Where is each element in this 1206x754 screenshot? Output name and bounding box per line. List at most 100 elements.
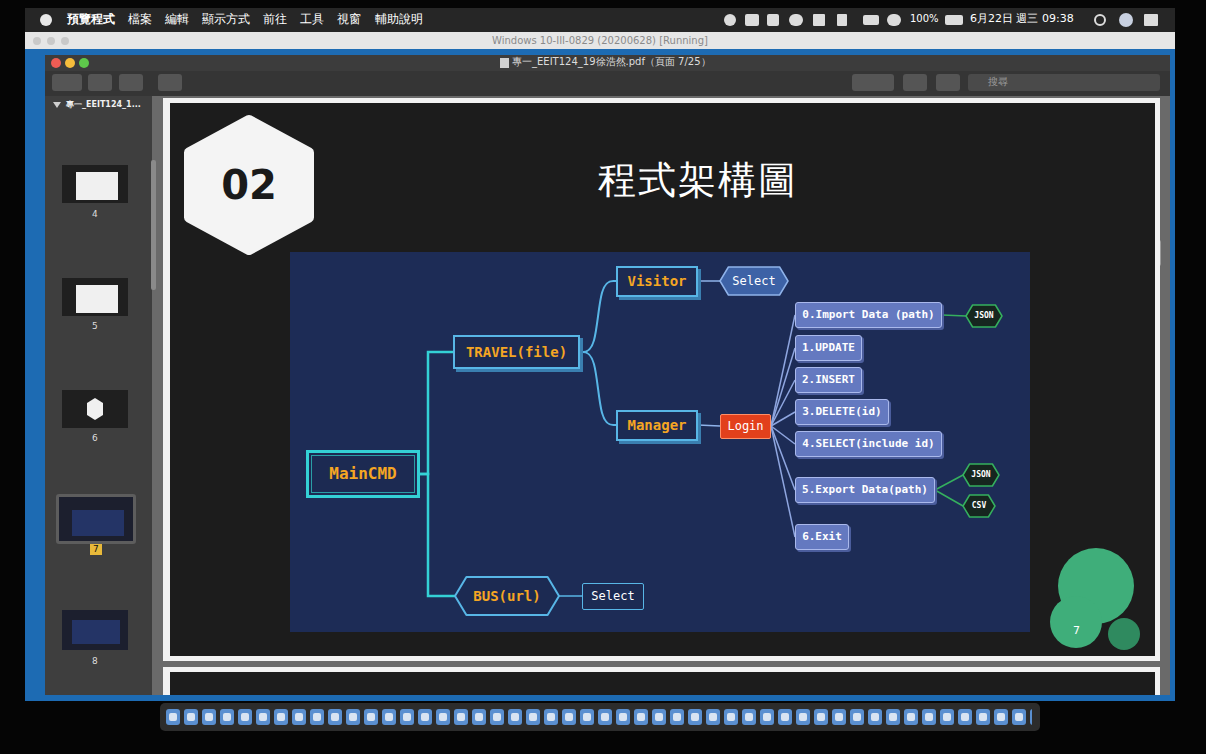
diagram-panel xyxy=(290,252,1030,632)
thumbnail-content xyxy=(76,172,118,200)
decor-blob xyxy=(1050,596,1102,648)
search-icon xyxy=(1095,15,1105,25)
module-hexagon: BUS(url) xyxy=(455,577,559,615)
node-text: TRAVEL(file) xyxy=(466,344,567,361)
shape-fill xyxy=(455,577,559,615)
status-icon xyxy=(767,14,779,26)
role-box: Visitor xyxy=(616,266,698,297)
window-button xyxy=(47,37,55,45)
vm-title-bar xyxy=(25,32,1175,49)
format-hexagon: JSON xyxy=(963,464,999,486)
shape-fill xyxy=(963,495,995,517)
thumbnail-content xyxy=(72,620,120,644)
node-text: 4.SELECT(include id) xyxy=(802,437,934,450)
thumbnail-content xyxy=(87,398,103,420)
shape-fill xyxy=(720,267,788,295)
toolbar-button xyxy=(852,74,894,91)
node-text: Visitor xyxy=(627,273,686,290)
status-icon xyxy=(887,14,901,26)
thumbnail-highlight xyxy=(56,494,136,544)
shape-fill xyxy=(189,120,309,250)
dock xyxy=(160,703,1040,731)
status-icon xyxy=(813,14,825,26)
connector xyxy=(771,412,795,426)
window-title-bar xyxy=(45,55,1170,71)
page-thumbnail xyxy=(62,278,128,316)
connector xyxy=(698,280,720,282)
module-box: TRAVEL(file) xyxy=(453,335,580,369)
menu-option: 1.UPDATE xyxy=(795,335,862,361)
menu-item: 顯示方式 xyxy=(202,12,250,26)
zoom-button xyxy=(79,58,89,68)
menu-option: 2.INSERT xyxy=(795,367,862,393)
connector xyxy=(771,380,795,426)
menu-item: 輔助說明 xyxy=(375,12,423,26)
connector xyxy=(420,474,455,596)
slide-number: 7 xyxy=(1073,624,1080,637)
node-text: Select xyxy=(732,274,775,288)
node-text: CSV xyxy=(972,501,986,511)
toolbar-button xyxy=(158,74,182,91)
menu-item: 工具 xyxy=(300,12,324,26)
node-text: MainCMD xyxy=(329,464,396,483)
status-icon xyxy=(837,14,847,26)
connector xyxy=(935,475,963,490)
menu-option: 0.Import Data (path) xyxy=(795,302,942,328)
preview-window xyxy=(45,55,1170,695)
page-number: 6 xyxy=(92,433,98,444)
slide xyxy=(170,672,1155,695)
connector xyxy=(771,348,795,426)
menu-option: 6.Exit xyxy=(795,524,849,550)
minimize-button xyxy=(65,58,75,68)
sidebar-title: 專一_EEIT124_1... xyxy=(66,100,141,110)
role-box: Manager xyxy=(616,410,698,441)
section-badge: 02 xyxy=(189,120,309,250)
sidebar xyxy=(45,96,152,695)
node-text: Manager xyxy=(627,417,686,434)
search-field xyxy=(968,74,1160,91)
decor-blob xyxy=(1108,618,1140,650)
toolbar-button xyxy=(52,74,82,91)
status-icon xyxy=(863,15,879,25)
menu-item: 檔案 xyxy=(128,12,152,26)
page-thumbnail xyxy=(59,497,133,541)
connector xyxy=(559,595,582,597)
document-title: 專一_EEIT124_19徐浩然.pdf（頁面 7/25） xyxy=(512,56,711,68)
connector xyxy=(771,315,795,426)
apple-logo xyxy=(40,14,52,26)
desktop xyxy=(25,49,1175,701)
format-hexagon: CSV xyxy=(963,495,995,517)
battery-percent: 100% xyxy=(910,13,939,25)
connector xyxy=(942,315,966,316)
root-box: MainCMD xyxy=(306,450,420,498)
node-text: Select xyxy=(591,589,634,603)
list-icon xyxy=(1144,14,1158,26)
node-text: 6.Exit xyxy=(802,530,842,543)
menu-bar xyxy=(25,8,1175,32)
node-text: BUS(url) xyxy=(473,588,540,605)
node-text: 0.Import Data (path) xyxy=(802,308,934,321)
thumbnail-content xyxy=(76,285,118,313)
connector xyxy=(580,281,616,352)
action-hexagon: Select xyxy=(720,267,788,295)
window-button xyxy=(33,37,41,45)
page-thumbnail xyxy=(62,390,128,428)
node-text: 3.DELETE(id) xyxy=(802,405,881,418)
toolbar-button xyxy=(903,74,927,91)
menu-option: 4.SELECT(include id) xyxy=(795,431,942,457)
node-text: 02 xyxy=(221,161,277,209)
toolbar xyxy=(45,71,1170,96)
toolbar-buttons xyxy=(52,74,1160,91)
menu-item: 前往 xyxy=(263,12,287,26)
format-hexagon: JSON xyxy=(966,305,1002,327)
menu-item: 預覽程式 xyxy=(67,12,115,26)
node-text: Login xyxy=(727,419,763,433)
login-box: Login xyxy=(720,414,771,439)
battery-icon xyxy=(945,15,963,25)
menu-option: 5.Export Data(path) xyxy=(795,477,935,503)
status-icons xyxy=(724,13,1158,27)
node-text: JSON xyxy=(974,311,993,321)
